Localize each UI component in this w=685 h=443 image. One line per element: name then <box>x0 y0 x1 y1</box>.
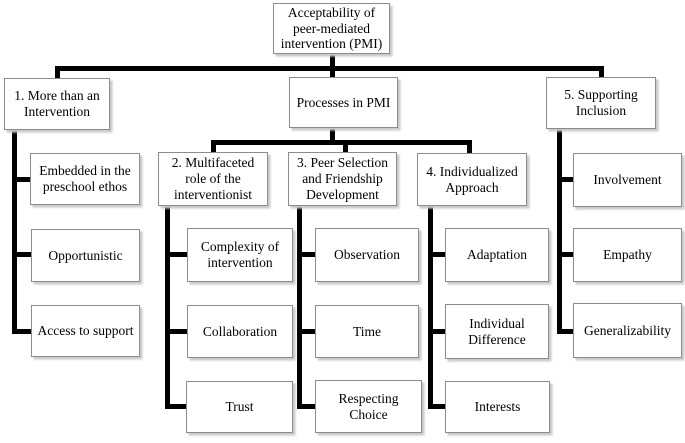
node-complexity-of-intervention: Complexity of intervention <box>187 228 293 282</box>
stub-observation <box>297 252 315 257</box>
stub-empathy <box>557 252 573 257</box>
stub-embedded <box>12 177 30 182</box>
stub-opportunistic <box>12 252 31 257</box>
node-individual-difference: Individual Difference <box>445 304 549 359</box>
spine-theme5 <box>557 129 562 334</box>
node-time: Time <box>315 305 419 358</box>
connector-processes-down <box>330 127 335 145</box>
node-involvement: Involvement <box>573 153 682 207</box>
node-embedded-preschool-ethos: Embedded in the preschool ethos <box>30 153 140 205</box>
connector-theme2-stub <box>211 140 216 152</box>
stub-trust <box>165 404 186 409</box>
stub-involvement <box>557 177 573 182</box>
connector-right-elbow <box>599 66 604 77</box>
stub-individual-difference <box>428 329 445 334</box>
stub-collaboration <box>165 329 187 334</box>
node-more-than-an-intervention: 1. More than an Intervention <box>4 78 110 130</box>
connector-theme3-stub <box>343 140 348 152</box>
stub-complexity <box>165 252 187 257</box>
connector-left-elbow <box>55 66 60 78</box>
spine-theme3 <box>297 206 302 409</box>
node-empathy: Empathy <box>573 228 682 282</box>
node-acceptability-pmi: Acceptability of peer-mediated intervent… <box>273 3 390 54</box>
stub-generalizability <box>557 329 573 334</box>
node-generalizability: Generalizability <box>573 303 682 358</box>
stub-adaptation <box>428 252 445 257</box>
node-opportunistic: Opportunistic <box>31 229 140 282</box>
node-peer-selection-friendship: 3. Peer Selection and Friendship Develop… <box>288 152 397 206</box>
spine-theme4 <box>428 206 433 409</box>
node-trust: Trust <box>186 381 293 433</box>
node-adaptation: Adaptation <box>445 228 549 282</box>
spine-theme2 <box>165 206 170 409</box>
node-respecting-choice: Respecting Choice <box>315 380 422 433</box>
node-processes-in-pmi: Processes in PMI <box>289 77 398 128</box>
connector-main-horizontal <box>55 66 604 71</box>
connector-root-down <box>330 53 335 77</box>
node-collaboration: Collaboration <box>187 305 293 358</box>
connector-processes-horizontal <box>211 140 472 145</box>
node-supporting-inclusion: 5. Supporting Inclusion <box>546 77 656 129</box>
spine-theme1 <box>12 130 17 334</box>
stub-access-to-support <box>12 329 31 334</box>
connector-theme4-stub <box>467 140 472 153</box>
node-observation: Observation <box>315 228 419 282</box>
stub-respecting-choice <box>297 404 315 409</box>
stub-time <box>297 329 315 334</box>
node-multifaceted-role: 2. Multifaceted role of the intervention… <box>158 152 268 206</box>
node-access-to-support: Access to support <box>31 305 140 357</box>
stub-interests <box>428 404 445 409</box>
node-interests: Interests <box>445 381 550 433</box>
node-individualized-approach: 4. Individualized Approach <box>417 153 527 206</box>
